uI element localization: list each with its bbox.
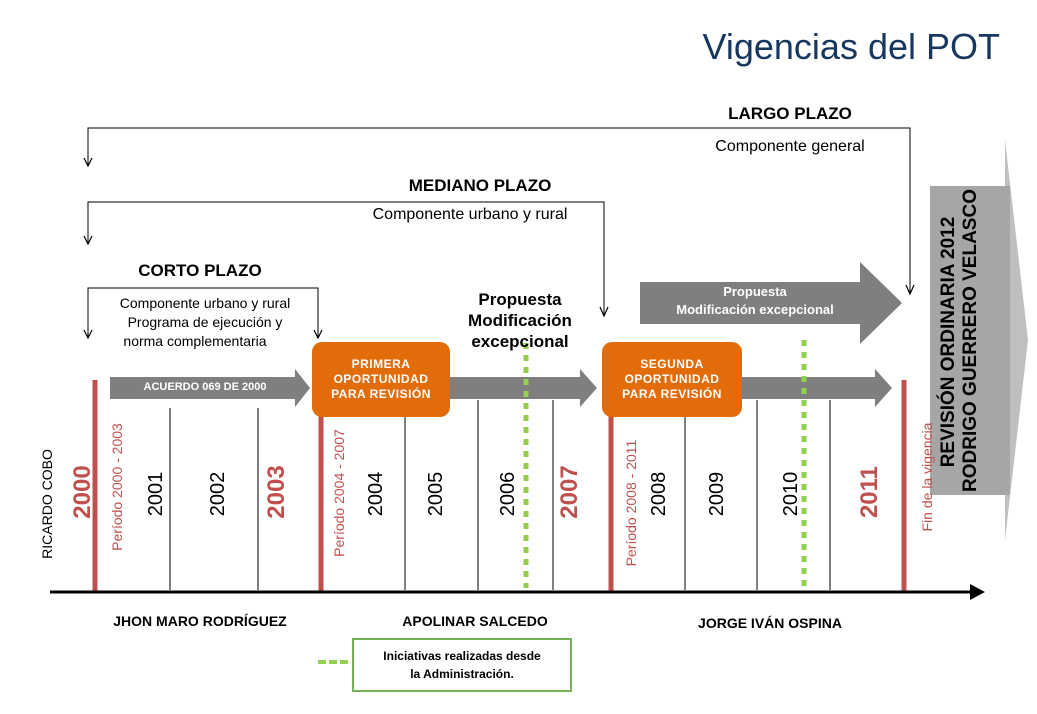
primera-line-1: PRIMERA — [351, 357, 411, 371]
propuesta-1-line-2: Modificación — [468, 311, 572, 330]
period-2000-2003: Período 2000 - 2003 — [109, 423, 125, 551]
largo-plazo-label: LARGO PLAZO — [728, 104, 852, 123]
propuesta-arrow — [640, 262, 902, 344]
mayor-salcedo: APOLINAR SALCEDO — [402, 613, 548, 629]
year-2007: 2007 — [556, 465, 583, 519]
year-2002: 2002 — [207, 471, 229, 517]
period-2004-2007: Período 2004 - 2007 — [331, 429, 347, 557]
corto-plazo-label: CORTO PLAZO — [138, 261, 262, 280]
corto-plazo-sub-2: Programa de ejecución y — [127, 314, 283, 330]
corto-plazo-sub-1: Componente urbano y rural — [119, 295, 291, 311]
mayor-ospina: JORGE IVÁN OSPINA — [698, 615, 842, 631]
year-2003: 2003 — [263, 465, 290, 519]
mediano-plazo-bracket — [83, 201, 609, 318]
mayor-rodriguez: JHON MARO RODRÍGUEZ — [113, 613, 287, 629]
corto-plazo-bracket — [83, 287, 323, 340]
legend-line-2: la Administración. — [410, 667, 514, 681]
year-2009: 2009 — [706, 471, 728, 517]
year-2001: 2001 — [145, 471, 167, 517]
year-dividers — [169, 400, 831, 590]
year-2004: 2004 — [365, 471, 387, 517]
propuesta-1-line-3: excepcional — [471, 332, 569, 351]
period-2008-2011: Período 2008 - 2011 — [623, 439, 639, 567]
segunda-oportunidad-box: SEGUNDA OPORTUNIDAD PARA REVISIÓN — [602, 342, 742, 417]
acuerdo-arrow — [110, 369, 310, 407]
legend-box: Iniciativas realizadas desde la Administ… — [352, 638, 572, 692]
year-2000: 2000 — [69, 465, 96, 519]
mediano-plazo-label: MEDIANO PLAZO — [408, 176, 552, 195]
legend-line-1: Iniciativas realizadas desde — [383, 649, 541, 663]
timeline-arrow-1 — [448, 369, 597, 407]
iniciativas-lines — [523, 340, 807, 588]
propuesta-2-line-1: Propuesta — [723, 284, 787, 299]
revision-line-1: REVISIÓN ORDINARIA 2012 — [938, 216, 959, 468]
acuerdo-label: ACUERDO 069 DE 2000 — [143, 381, 267, 393]
year-2011: 2011 — [856, 465, 883, 519]
year-2008: 2008 — [648, 471, 670, 517]
corto-plazo-sub-3: norma complementaria — [123, 333, 267, 349]
revision-line-2: RODRIGO GUERRERO VELASCO — [960, 189, 981, 492]
year-2005: 2005 — [425, 471, 447, 517]
propuesta-2-line-2: Modificación excepcional — [676, 302, 834, 317]
propuesta-1-line-1: Propuesta — [478, 290, 562, 309]
mediano-plazo-sub: Componente urbano y rural — [372, 206, 568, 223]
segunda-line-1: SEGUNDA — [640, 357, 704, 371]
primera-line-3: PARA REVISIÓN — [331, 387, 431, 401]
segunda-line-3: PARA REVISIÓN — [622, 387, 722, 401]
page-title: Vigencias del POT — [702, 26, 1001, 67]
primera-oportunidad-box: PRIMERA OPORTUNIDAD PARA REVISIÓN — [312, 342, 450, 417]
largo-plazo-sub: Componente general — [715, 138, 865, 155]
year-2006: 2006 — [497, 471, 519, 517]
segunda-line-2: OPORTUNIDAD — [624, 372, 720, 386]
fin-vigencia: Fin de la vigencia — [919, 422, 935, 532]
timeline-arrow-2 — [738, 369, 892, 407]
legend-dotted-line — [318, 660, 348, 664]
primera-line-2: OPORTUNIDAD — [333, 372, 429, 386]
largo-plazo-bracket — [83, 127, 915, 296]
mayor-ricardo-cobo: RICARDO COBO — [39, 449, 55, 559]
year-2010: 2010 — [780, 471, 802, 517]
